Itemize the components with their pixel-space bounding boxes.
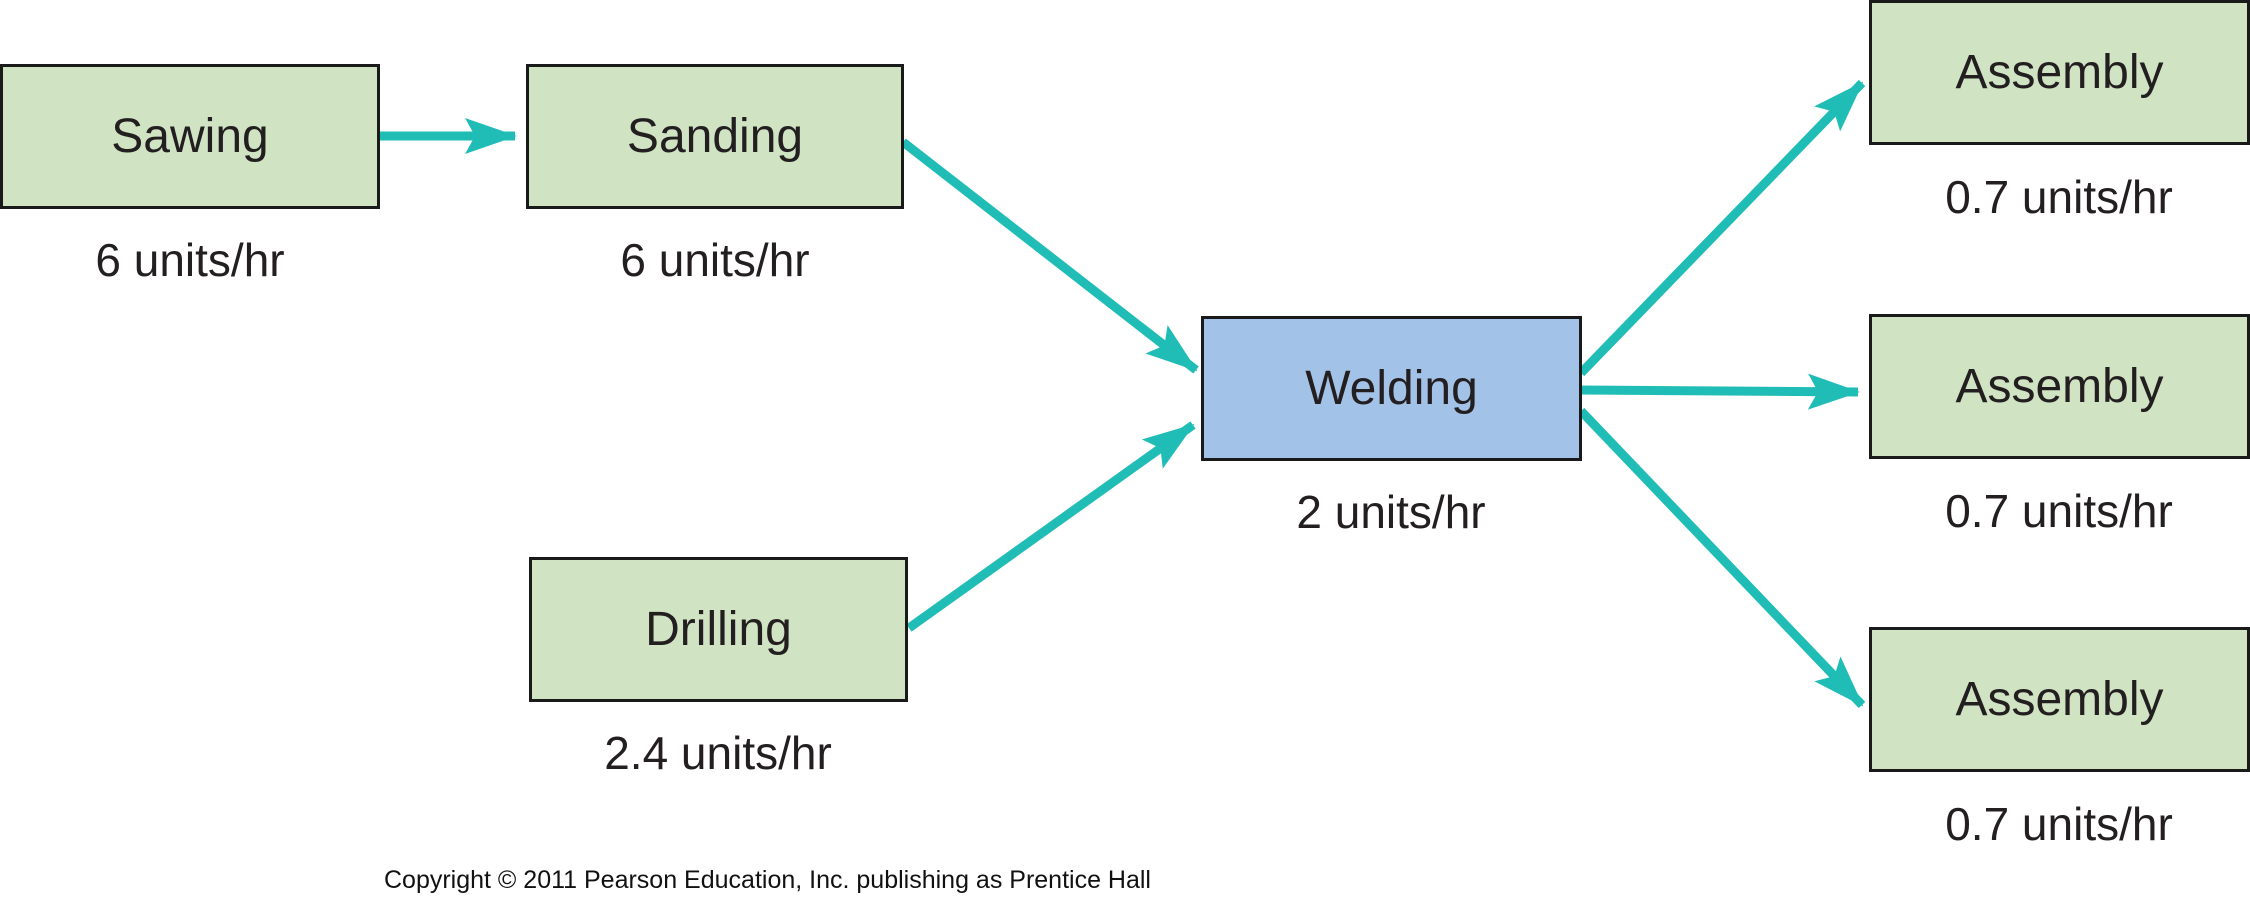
station-welding-label: Welding: [1305, 362, 1478, 415]
copyright-notice: Copyright © 2011 Pearson Education, Inc.…: [383, 866, 1151, 894]
station-assembly-2: Assembly: [1869, 314, 2250, 459]
station-sanding: Sanding: [526, 64, 904, 209]
station-assembly-1-rate: 0.7 units/hr: [1945, 171, 2173, 223]
station-sanding-rate: 6 units/hr: [620, 234, 810, 286]
flow-arrow-sanding-to-welding: [900, 138, 1199, 374]
station-assembly-1: Assembly: [1869, 0, 2250, 145]
station-sawing: Sawing: [0, 64, 380, 209]
station-drilling-label: Drilling: [645, 603, 792, 656]
station-sawing-rate: 6 units/hr: [95, 234, 285, 286]
station-drilling: Drilling: [529, 557, 908, 702]
flow-arrow-welding-to-assembly-3: [1577, 407, 1866, 709]
station-assembly-2-rate: 0.7 units/hr: [1945, 485, 2173, 537]
station-assembly-3: Assembly: [1869, 627, 2250, 772]
station-assembly-3-rate: 0.7 units/hr: [1945, 798, 2173, 850]
flow-arrow-drilling-to-welding: [906, 421, 1196, 632]
flow-arrow-welding-to-assembly-2: [1580, 373, 1860, 410]
station-sanding-label: Sanding: [626, 110, 804, 163]
flow-arrow-welding-to-assembly-1: [1577, 79, 1866, 377]
station-drilling-rate: 2.4 units/hr: [604, 727, 832, 779]
station-welding: Welding: [1201, 316, 1582, 461]
station-welding-rate: 2 units/hr: [1296, 486, 1486, 538]
station-assembly-3-label: Assembly: [1955, 673, 2164, 726]
station-assembly-2-label: Assembly: [1955, 360, 2164, 413]
station-assembly-1-label: Assembly: [1955, 46, 2164, 99]
station-sawing-label: Sawing: [111, 110, 269, 163]
